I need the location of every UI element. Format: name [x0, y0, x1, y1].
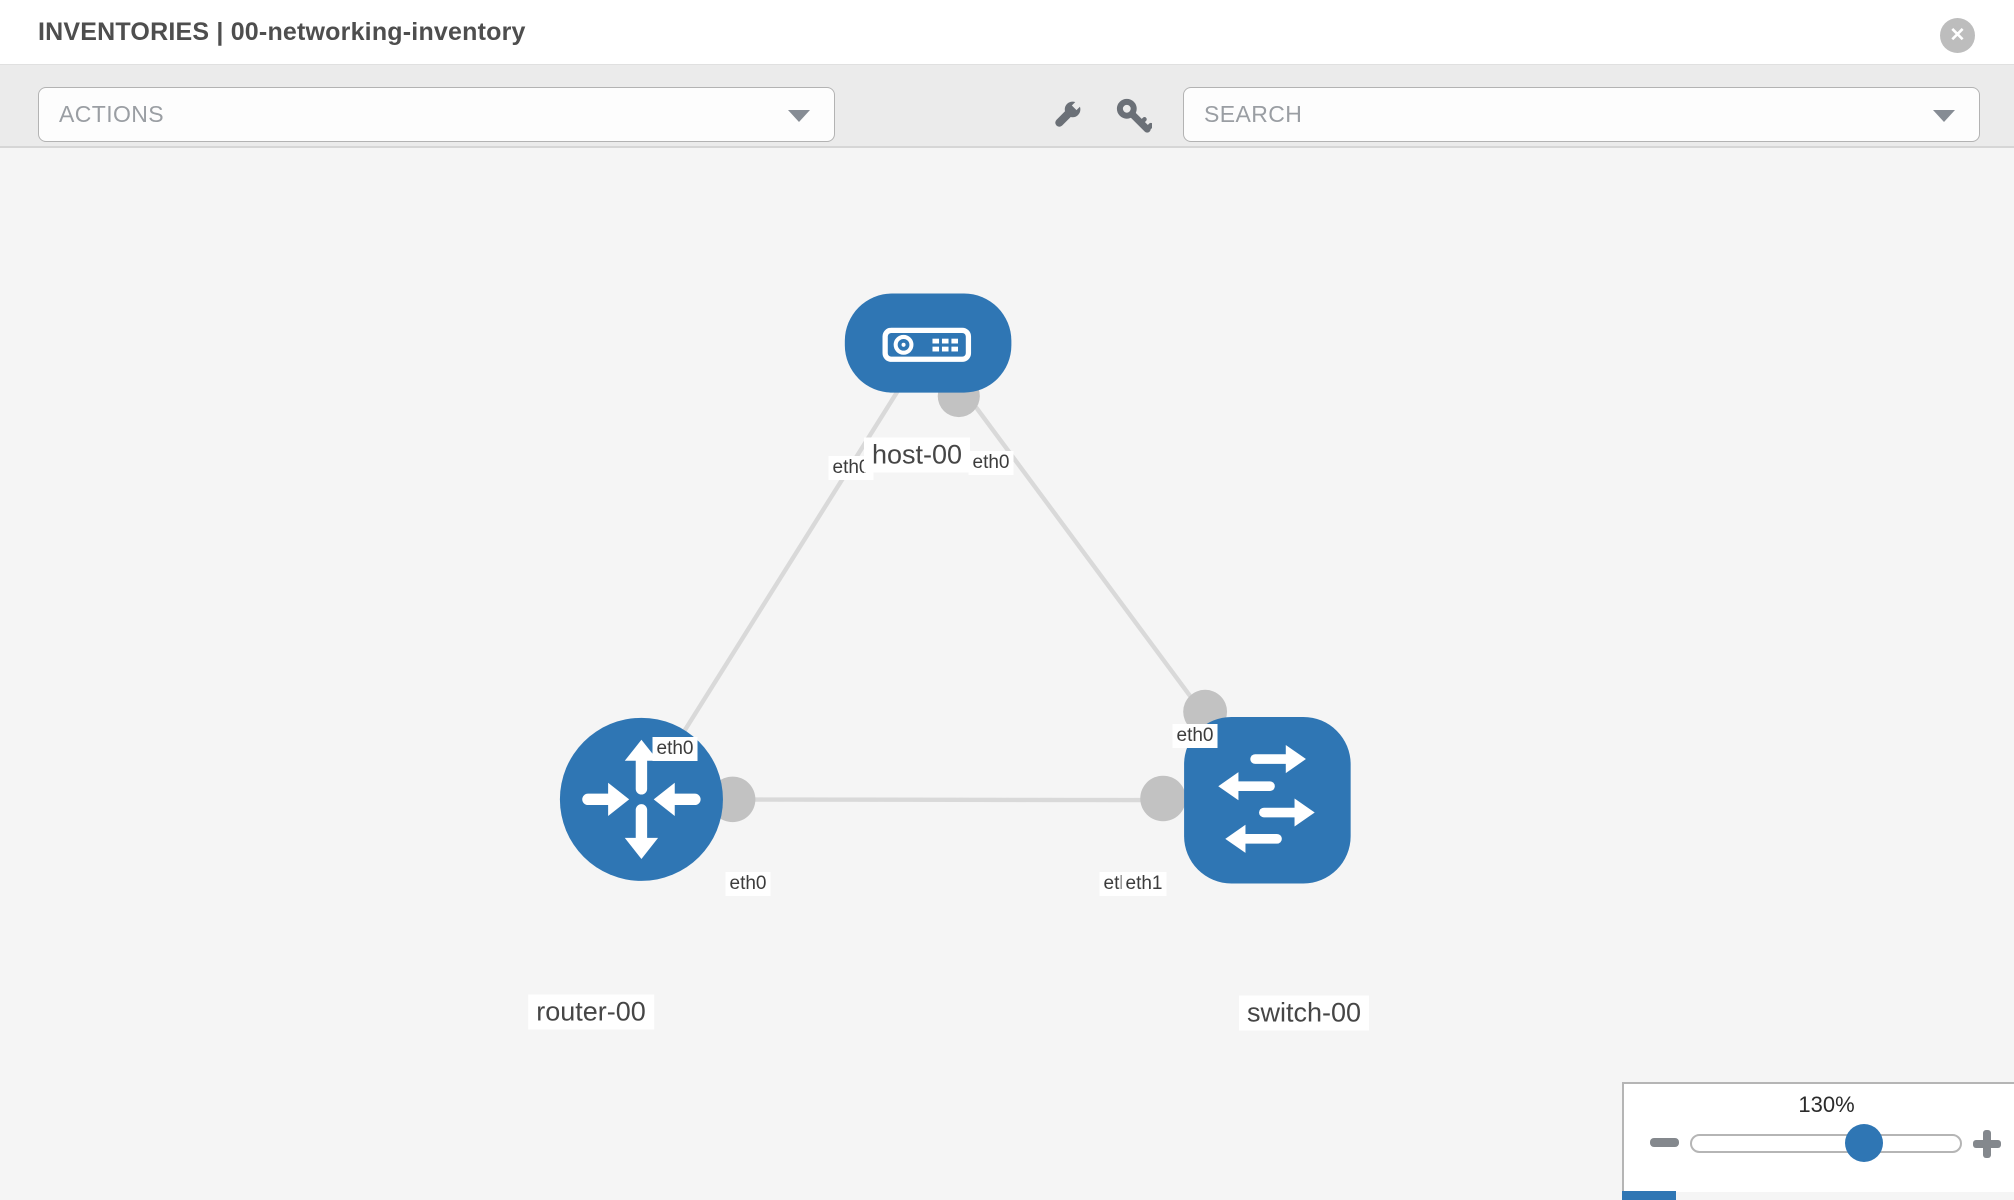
search-input[interactable]: SEARCH	[1183, 87, 1980, 142]
search-placeholder: SEARCH	[1204, 101, 1303, 127]
key-icon[interactable]	[1116, 98, 1152, 134]
wrench-icon[interactable]	[1048, 98, 1084, 134]
lower-panel-edge	[1622, 1191, 1676, 1200]
close-icon[interactable]: ✕	[1940, 18, 1975, 53]
actions-dropdown-label: ACTIONS	[59, 101, 165, 127]
topology-canvas[interactable]: eth0 eth0 eth0 eth0 eth0 eth0 eth1 host-…	[0, 148, 2014, 1200]
actions-dropdown[interactable]: ACTIONS	[38, 87, 835, 142]
node-label-switch: switch-00	[1238, 995, 1370, 1031]
node-label-router: router-00	[528, 994, 654, 1030]
node-switch[interactable]	[1184, 716, 1351, 884]
page-title: INVENTORIES | 00-networking-inventory	[38, 18, 526, 46]
chevron-down-icon	[788, 110, 810, 122]
node-router[interactable]	[559, 717, 723, 881]
zoom-level: 130%	[1798, 1092, 1855, 1117]
interface-label: eth0	[1172, 724, 1218, 748]
switch-icon	[1218, 745, 1315, 853]
interface-label: eth1	[1121, 872, 1167, 896]
interface-label: eth0	[968, 451, 1014, 475]
zoom-slider-track[interactable]	[1690, 1134, 1962, 1153]
interface-label: eth0	[652, 737, 698, 761]
toolbar: ACTIONS SEARCH	[0, 64, 2014, 148]
zoom-slider-knob[interactable]	[1845, 1124, 1883, 1162]
topology-svg	[559, 293, 1351, 884]
zoom-panel: 130%	[1622, 1082, 2014, 1192]
chevron-down-icon	[1933, 110, 1955, 122]
interface-label: eth0	[725, 872, 771, 896]
zoom-out-minus-icon[interactable]	[1650, 1138, 1679, 1147]
node-host[interactable]	[844, 293, 1012, 393]
host-icon	[882, 327, 972, 362]
router-icon	[582, 739, 701, 859]
interface-label: eth0	[828, 456, 874, 480]
link-host-router[interactable]	[639, 341, 930, 801]
zoom-in-plus-icon[interactable]	[1973, 1130, 2001, 1158]
connector-switch-eth1[interactable]	[1140, 775, 1186, 822]
header-bar: INVENTORIES | 00-networking-inventory ✕	[0, 0, 2014, 64]
node-label-host: host-00	[863, 437, 971, 473]
